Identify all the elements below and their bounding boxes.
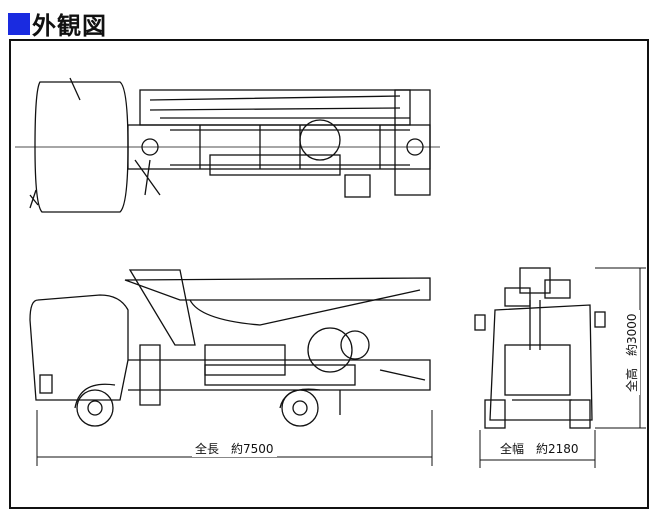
overall-height-label: 全高 約3000 bbox=[623, 310, 640, 395]
title-text: 外観図 bbox=[32, 12, 107, 40]
title-bullet-icon bbox=[8, 12, 30, 35]
top-view bbox=[15, 77, 440, 213]
overall-length-label: 全長 約7500 bbox=[192, 440, 277, 457]
dimension-lines bbox=[36, 267, 646, 468]
front-view bbox=[474, 267, 606, 429]
overall-width-label: 全幅 約2180 bbox=[497, 440, 582, 457]
drawing-frame bbox=[9, 39, 649, 509]
side-view bbox=[29, 269, 431, 427]
page-title: 外観図 bbox=[8, 6, 107, 41]
